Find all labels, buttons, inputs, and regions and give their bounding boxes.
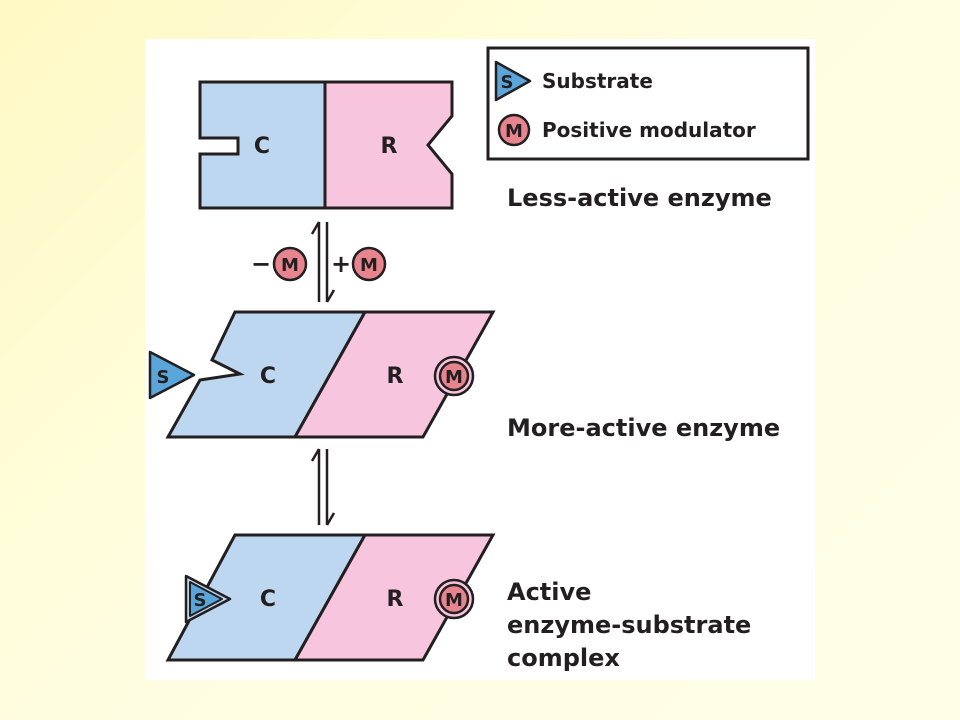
regulatory-subunit: [292, 533, 496, 662]
bound-modulator: M: [433, 578, 475, 620]
legend-substrate-symbol: S: [501, 72, 514, 93]
plus-sign: +: [331, 250, 351, 278]
free-substrate: S: [148, 350, 196, 400]
modulator-released-symbol: M: [281, 255, 299, 276]
allosteric-enzyme-figure: S Substrate M Positive modulator C R Les…: [145, 39, 815, 680]
modulator-bound-in-symbol: M: [360, 255, 378, 276]
legend-modulator-icon: M: [497, 113, 531, 147]
bound-modulator: M: [433, 355, 475, 397]
catalytic-label: C: [254, 134, 270, 159]
modulator-released: M: [272, 246, 308, 282]
regulatory-label: R: [387, 364, 404, 389]
state-label-less-active: Less-active enzyme: [507, 184, 772, 212]
active-enzyme-substrate-complex: S C R M: [165, 533, 496, 662]
equilibrium-arrows-1: [310, 221, 336, 303]
free-substrate-symbol: S: [157, 367, 170, 388]
less-active-enzyme: C R: [198, 80, 454, 210]
state-label-line-3: complex: [507, 644, 620, 672]
state-label-line-1: Active: [507, 578, 591, 606]
regulatory-subunit: [323, 80, 454, 210]
bound-modulator-symbol: M: [445, 367, 463, 388]
more-active-enzyme: C R M: [165, 310, 496, 439]
catalytic-label: C: [260, 364, 276, 389]
minus-sign: −: [251, 250, 271, 278]
legend-modulator-label: Positive modulator: [542, 118, 756, 142]
bound-modulator-symbol: M: [445, 590, 463, 611]
legend-substrate-icon: S: [494, 60, 532, 102]
modulator-bound-in: M: [351, 246, 387, 282]
bound-substrate-symbol: S: [194, 590, 207, 611]
legend-modulator-symbol: M: [505, 121, 523, 142]
regulatory-label: R: [387, 587, 404, 612]
state-label-active-complex: Active enzyme-substrate complex: [507, 578, 751, 672]
legend-substrate-label: Substrate: [542, 69, 653, 93]
regulatory-subunit: [292, 310, 496, 439]
state-label-more-active: More-active enzyme: [507, 414, 780, 442]
equilibrium-arrows-2: [310, 448, 336, 526]
catalytic-label: C: [260, 587, 276, 612]
regulatory-label: R: [381, 134, 398, 159]
legend-box: S Substrate M Positive modulator: [486, 46, 810, 161]
bound-substrate: S: [184, 574, 232, 624]
state-label-line-2: enzyme-substrate: [507, 611, 751, 639]
